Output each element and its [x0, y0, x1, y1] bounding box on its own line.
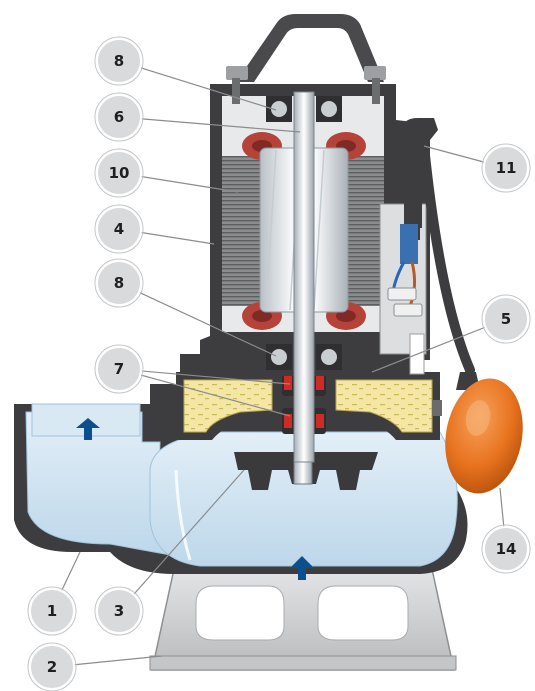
callout-number: 8 [114, 274, 124, 292]
callout-ring [94, 258, 144, 308]
callout-ring [481, 294, 531, 344]
callout-number: 1 [47, 602, 57, 620]
callout-ring [94, 36, 144, 86]
callout-number: 2 [47, 658, 57, 676]
leader-line-c6 [118, 116, 301, 133]
callout-circle [96, 206, 142, 252]
callout-circle [483, 145, 529, 191]
callout-c2: 2 [27, 642, 77, 691]
callout-number: 5 [501, 310, 511, 328]
pump-handle [226, 14, 386, 104]
leader-line-c3 [118, 469, 245, 612]
flow-arrow-outlet [76, 418, 100, 440]
callout-ring [94, 344, 144, 394]
callout-number: 10 [109, 164, 130, 182]
leader-line-c8a [118, 60, 277, 111]
callout-number: 7 [114, 360, 124, 378]
callout-c7: 7 [94, 344, 144, 394]
callout-circle [29, 644, 75, 690]
callout-circle [96, 346, 142, 392]
callout-circle [96, 38, 142, 84]
callout-c8a: 8 [94, 36, 144, 86]
callout-number: 11 [496, 159, 517, 177]
upper-bearing [266, 96, 342, 122]
callout-c8b: 8 [94, 258, 144, 308]
callout-circle [96, 150, 142, 196]
callout-labels: 8 6 10 4 8 7 11 5 14 1 3 2 [27, 36, 531, 691]
callout-c3: 3 [94, 586, 144, 636]
callout-leader-lines [51, 60, 507, 668]
callout-ring [94, 586, 144, 636]
motor-shaft [293, 91, 315, 463]
power-cable [387, 118, 475, 375]
callout-ring [94, 92, 144, 142]
callout-ring [94, 148, 144, 198]
callout-circle [29, 588, 75, 634]
callout-c5: 5 [481, 294, 531, 344]
callout-ring [481, 524, 531, 574]
flow-arrow-inlet [290, 556, 314, 580]
callout-circle [483, 526, 529, 572]
pump-volute [14, 384, 468, 574]
leader-line-c7 [118, 368, 291, 385]
callout-circle [96, 94, 142, 140]
callout-number: 14 [496, 540, 517, 558]
leader-line-c8b [118, 282, 277, 357]
callout-ring [27, 586, 77, 636]
callout-circle [483, 296, 529, 342]
callout-ring [481, 143, 531, 193]
callout-circle [96, 260, 142, 306]
callout-number: 4 [114, 220, 124, 238]
callout-number: 8 [114, 52, 124, 70]
callout-number: 3 [114, 602, 124, 620]
leader-line-c7 [118, 368, 291, 417]
callout-c14: 14 [481, 524, 531, 574]
callout-c6: 6 [94, 92, 144, 142]
callout-c11: 11 [481, 143, 531, 193]
lower-bearing [266, 344, 342, 370]
callout-c4: 4 [94, 204, 144, 254]
callout-number: 6 [114, 108, 124, 126]
callout-c10: 10 [94, 148, 144, 198]
callout-circle [96, 588, 142, 634]
callout-ring [27, 642, 77, 691]
callout-c1: 1 [27, 586, 77, 636]
float-switch [445, 372, 523, 494]
callout-ring [94, 204, 144, 254]
